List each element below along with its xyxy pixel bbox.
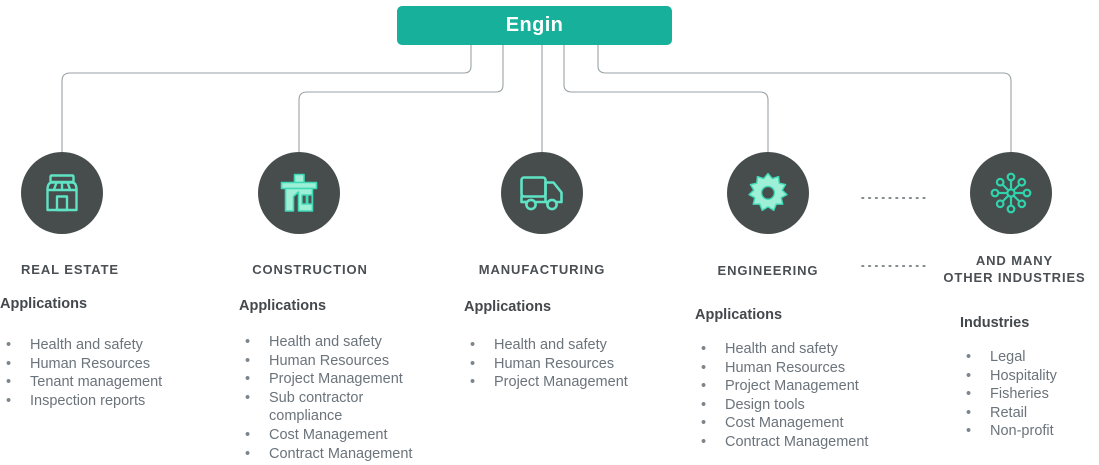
list-item-label: Project Management bbox=[269, 371, 403, 388]
bullet-dot: • bbox=[966, 367, 972, 384]
list-item-label: Cost Management bbox=[725, 415, 844, 432]
list-construction: • Health and safety • Human Resources • Pro… bbox=[239, 333, 467, 463]
list-item-label: Human Resources bbox=[725, 359, 846, 376]
list-item: • Legal bbox=[960, 348, 1099, 367]
column-engineering: ENGINEERING Applications • Health and saf… bbox=[692, 0, 892, 465]
list-manufacturing: • Health and safety • Human Resources • Pro… bbox=[464, 336, 692, 392]
list-item-label: Contract Management bbox=[725, 433, 869, 450]
category-title-manufacturing: MANUFACTURING bbox=[478, 262, 606, 277]
list-item-label: Non-profit bbox=[990, 423, 1054, 440]
bullet-dot: • bbox=[245, 426, 251, 443]
category-title-engineering: ENGINEERING bbox=[717, 263, 819, 278]
bullet-dot: • bbox=[470, 374, 476, 391]
list-item-label: Human Resources bbox=[494, 355, 615, 372]
list-item-label: Contract Management bbox=[269, 445, 413, 462]
list-item: • Project Management bbox=[695, 377, 905, 396]
list-item: • Human Resources bbox=[0, 355, 230, 374]
list-real-estate: • Health and safety • Human Resources • Ten… bbox=[0, 336, 230, 410]
list-item-label: Human Resources bbox=[269, 352, 390, 369]
list-item: • Health and safety bbox=[464, 336, 692, 355]
list-item: • Hospitality bbox=[960, 367, 1099, 386]
section-heading-real-estate: Applications bbox=[0, 296, 88, 312]
bullet-dot: • bbox=[245, 334, 251, 350]
list-item-label: Sub contractor compliance bbox=[269, 389, 364, 425]
list-item: • Sub contractor compliance bbox=[239, 389, 467, 426]
list-item: • Cost Management bbox=[239, 426, 467, 445]
list-item-label: Tenant management bbox=[30, 374, 163, 391]
list-item-label: Human Resources bbox=[30, 355, 151, 372]
list-item-label: Retail bbox=[990, 404, 1028, 421]
list-item: • Human Resources bbox=[464, 355, 692, 374]
column-other-industries: AND MANY OTHER INDUSTRIES Industries • Le… bbox=[930, 0, 1099, 465]
list-engineering: • Health and safety • Human Resources • Pro… bbox=[695, 340, 905, 452]
storefront-icon bbox=[21, 152, 103, 234]
list-item-label: Legal bbox=[990, 349, 1026, 365]
list-item-label: Health and safety bbox=[725, 341, 838, 357]
bullet-dot: • bbox=[701, 341, 707, 357]
list-item-label: Health and safety bbox=[269, 334, 382, 350]
delivery-truck-icon bbox=[501, 152, 583, 234]
list-item: • Human Resources bbox=[239, 352, 467, 371]
list-item: • Health and safety bbox=[239, 333, 467, 352]
bullet-dot: • bbox=[701, 415, 707, 432]
bullet-dot: • bbox=[966, 404, 972, 421]
category-title-real-estate: REAL ESTATE bbox=[20, 262, 120, 277]
section-heading-manufacturing: Applications bbox=[464, 299, 552, 315]
list-item-label: Fisheries bbox=[990, 386, 1049, 403]
list-item: • Fisheries bbox=[960, 385, 1099, 404]
list-item-label: Project Management bbox=[725, 378, 859, 395]
section-heading-engineering: Applications bbox=[695, 307, 783, 323]
column-manufacturing: MANUFACTURING Applications • Health and s… bbox=[462, 0, 692, 465]
list-item-label: Hospitality bbox=[990, 367, 1057, 384]
bullet-dot: • bbox=[701, 396, 707, 413]
list-item: • Tenant management bbox=[0, 373, 230, 392]
bullet-dot: • bbox=[701, 359, 707, 376]
construction-building-icon bbox=[258, 152, 340, 234]
bullet-dot: • bbox=[470, 355, 476, 372]
bullet-dot: • bbox=[966, 423, 972, 440]
list-item: • Non-profit bbox=[960, 422, 1099, 441]
bullet-dot: • bbox=[470, 337, 476, 353]
bullet-dot: • bbox=[245, 445, 251, 462]
bullet-dot: • bbox=[245, 371, 251, 388]
list-item-label: Cost Management bbox=[269, 426, 388, 443]
bullet-dot: • bbox=[966, 349, 972, 365]
list-item-label: Inspection reports bbox=[30, 392, 146, 409]
root-node-label: Engin bbox=[505, 14, 564, 36]
list-item-label: Health and safety bbox=[494, 337, 607, 353]
section-heading-other-industries: Industries bbox=[960, 315, 1030, 331]
bullet-dot: • bbox=[6, 374, 12, 391]
list-item: • Health and safety bbox=[0, 336, 230, 355]
column-real-estate: REAL ESTATE Applications • Health and saf… bbox=[0, 0, 230, 465]
bullet-dot: • bbox=[6, 392, 12, 409]
list-other-industries: • Legal • Hospitality • Fisheries • Retail •… bbox=[960, 348, 1099, 441]
section-heading-construction: Applications bbox=[239, 298, 327, 314]
list-item: • Design tools bbox=[695, 396, 905, 415]
gear-icon bbox=[727, 152, 809, 234]
category-title-construction: CONSTRUCTION bbox=[252, 262, 368, 277]
list-item: • Project Management bbox=[464, 373, 692, 392]
root-node-engin[interactable]: Engin bbox=[397, 6, 672, 45]
bullet-dot: • bbox=[701, 378, 707, 395]
bullet-dot: • bbox=[6, 355, 12, 372]
list-item: • Project Management bbox=[239, 370, 467, 389]
list-item: • Retail bbox=[960, 404, 1099, 423]
list-item-label: Health and safety bbox=[30, 337, 143, 353]
list-item: • Health and safety bbox=[695, 340, 905, 359]
list-item: • Cost Management bbox=[695, 414, 905, 433]
bullet-dot: • bbox=[701, 433, 707, 450]
list-item: • Contract Management bbox=[239, 445, 467, 464]
column-construction: CONSTRUCTION Applications • Health and sa… bbox=[236, 0, 466, 465]
list-item: • Human Resources bbox=[695, 359, 905, 378]
network-nodes-icon bbox=[970, 152, 1052, 234]
bullet-dot: • bbox=[245, 389, 251, 406]
category-title-other-industries: AND MANY OTHER INDUSTRIES bbox=[943, 253, 1086, 285]
bullet-dot: • bbox=[966, 386, 972, 403]
list-item: • Contract Management bbox=[695, 433, 905, 452]
bullet-dot: • bbox=[245, 352, 251, 369]
bullet-dot: • bbox=[6, 337, 12, 353]
list-item-label: Design tools bbox=[725, 396, 805, 413]
list-item-label: Project Management bbox=[494, 374, 628, 391]
list-item: • Inspection reports bbox=[0, 392, 230, 411]
